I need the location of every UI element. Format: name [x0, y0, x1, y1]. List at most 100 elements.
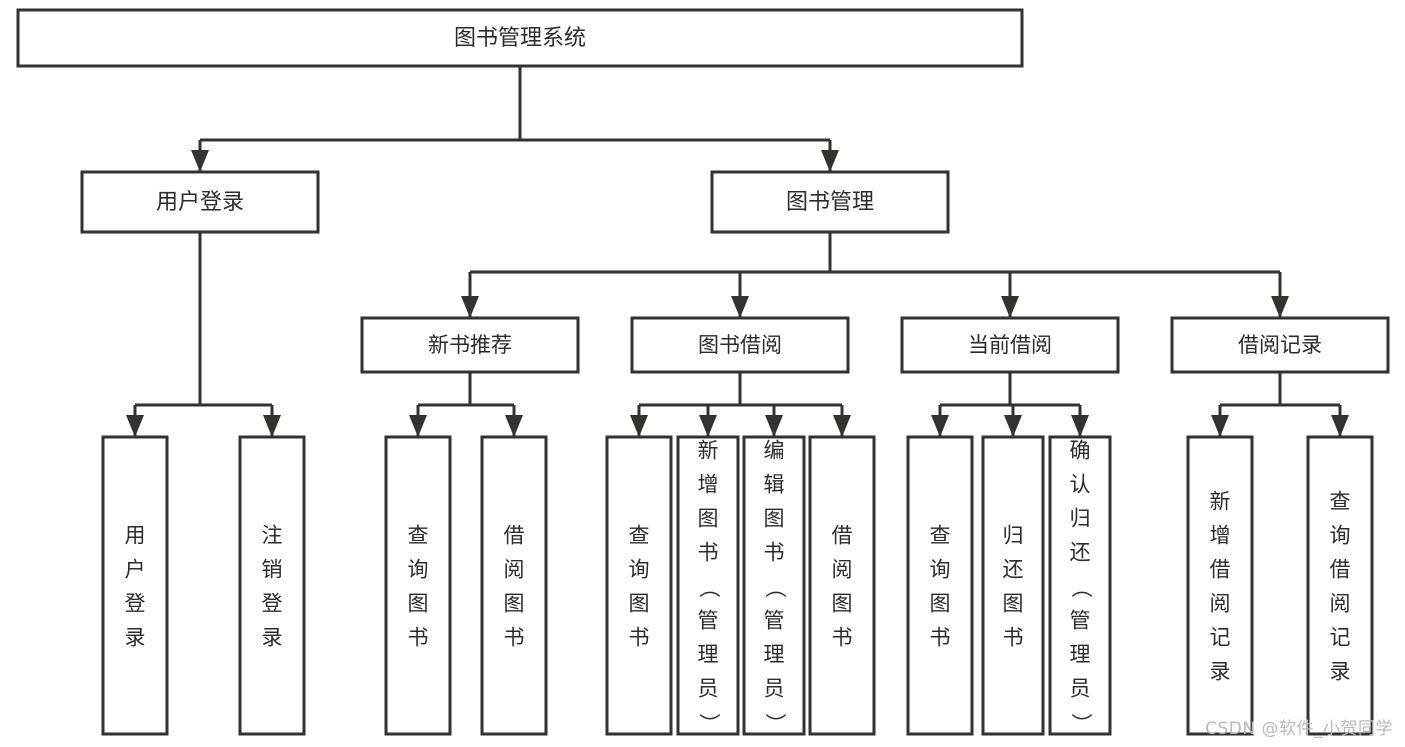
label-char: 询 [408, 558, 429, 582]
label-char: 还 [1003, 558, 1024, 582]
link-leaf-用户登录-用户登录-arrowhead [126, 415, 144, 437]
leaf-用户登录-用户登录-label: 用户登录 [125, 524, 146, 650]
node-图书借阅-label: 图书借阅 [698, 333, 782, 357]
label-char: 还 [1070, 541, 1091, 565]
label-char: （ [763, 577, 787, 598]
node-图书管理-box[interactable] [710, 170, 950, 234]
label-char: 查 [408, 524, 429, 548]
link-leaf-图书借阅-查询图书-arrowhead [630, 415, 648, 437]
label-char: 记 [1210, 626, 1231, 650]
node-用户登录-label: 用户登录 [156, 190, 244, 215]
root-node-box[interactable] [16, 8, 1024, 68]
label-char: 员 [764, 677, 785, 701]
label-char: 员 [698, 677, 719, 701]
label-char: 录 [1210, 660, 1231, 684]
connector-links [126, 66, 1349, 437]
label-char: 员 [1070, 677, 1091, 701]
leaf-当前借阅-查询图书-box[interactable] [906, 435, 974, 736]
link-leaf-用户登录-注销登录-arrowhead [263, 415, 281, 437]
leaf-新书推荐-查询图书-box[interactable] [384, 435, 452, 736]
label-char: 增 [1210, 524, 1231, 548]
label-char: （ [697, 577, 721, 598]
node-图书借阅-box[interactable] [630, 316, 850, 374]
root-node-label: 图书管理系统 [454, 26, 586, 51]
label-char: ） [763, 713, 787, 734]
link-level1-图书管理-arrowhead [821, 150, 839, 172]
label-char: 理 [1070, 643, 1091, 667]
label-char: 新 [698, 439, 719, 463]
leaf-图书借阅-编辑图书管理员-box[interactable] [742, 435, 806, 736]
link-leaf-图书借阅-新增图书管理员-arrowhead [699, 415, 717, 437]
leaf-图书借阅-借阅图书-box[interactable] [808, 435, 876, 736]
label-char: 询 [1330, 524, 1351, 548]
label-char: 注 [262, 524, 283, 548]
label-char: 录 [1330, 660, 1351, 684]
leaf-当前借阅-确认归还管理员-box[interactable] [1048, 435, 1112, 736]
label-char: 查 [930, 524, 951, 548]
leaf-新书推荐-借阅图书-box[interactable] [480, 435, 548, 736]
link-leaf-借阅记录-新增借阅记录-arrowhead [1211, 415, 1229, 437]
label-char: 借 [832, 524, 853, 548]
leaf-用户登录-注销登录-box[interactable] [238, 435, 306, 736]
link-leaf-当前借阅-归还图书-arrowhead [1004, 415, 1022, 437]
node-用户登录-box[interactable] [80, 170, 320, 234]
label-char: 阅 [504, 558, 525, 582]
leaf-当前借阅-归还图书-box[interactable] [981, 435, 1045, 736]
label-char: 辑 [764, 473, 785, 497]
label-char: 理 [698, 643, 719, 667]
link-level1-用户登录-arrowhead [191, 150, 209, 172]
label-char: 图 [832, 592, 853, 616]
label-char: 图 [629, 592, 650, 616]
label-char: 理 [764, 643, 785, 667]
label-char: 图 [698, 507, 719, 531]
label-char: 书 [764, 541, 785, 565]
link-leaf-新书推荐-借阅图书-arrowhead [505, 415, 523, 437]
label-char: ） [1069, 713, 1093, 734]
leaf-用户登录-用户登录-box[interactable] [101, 435, 169, 736]
label-char: 借 [1210, 558, 1231, 582]
diagram-nodes: 图书管理系统用户登录图书管理新书推荐图书借阅当前借阅借阅记录用户登录注销登录查询… [16, 8, 1390, 736]
leaf-图书借阅-新增图书管理员-box[interactable] [676, 435, 740, 736]
label-char: 书 [629, 626, 650, 650]
label-char: 图 [504, 592, 525, 616]
label-char: 增 [698, 473, 719, 497]
link-leaf-当前借阅-确认归还管理员-arrowhead [1071, 415, 1089, 437]
node-当前借阅-label: 当前借阅 [968, 333, 1052, 357]
node-借阅记录-box[interactable] [1170, 316, 1390, 374]
leaf-借阅记录-新增借阅记录-box[interactable] [1186, 435, 1254, 736]
label-char: 询 [930, 558, 951, 582]
link-level2-新书推荐-arrowhead [461, 296, 479, 318]
label-char: 图 [408, 592, 429, 616]
label-char: 阅 [1330, 592, 1351, 616]
label-char: 阅 [832, 558, 853, 582]
node-借阅记录-label: 借阅记录 [1238, 333, 1322, 357]
node-当前借阅-box[interactable] [900, 316, 1120, 374]
link-level2-借阅记录-arrowhead [1271, 296, 1289, 318]
label-char: 新 [1210, 490, 1231, 514]
leaf-借阅记录-查询借阅记录-box[interactable] [1306, 435, 1374, 736]
label-char: 用 [125, 524, 146, 548]
label-char: 归 [1003, 524, 1024, 548]
label-char: 录 [125, 626, 146, 650]
label-char: 登 [125, 592, 146, 616]
label-char: 登 [262, 592, 283, 616]
label-char: 书 [504, 626, 525, 650]
label-char: ） [697, 713, 721, 734]
node-新书推荐-box[interactable] [360, 316, 580, 374]
label-char: 借 [1330, 558, 1351, 582]
label-char: 查 [629, 524, 650, 548]
link-leaf-借阅记录-查询借阅记录-arrowhead [1331, 415, 1349, 437]
label-char: 销 [262, 558, 283, 582]
label-char: 书 [832, 626, 853, 650]
label-char: 书 [408, 626, 429, 650]
node-图书管理-label: 图书管理 [786, 190, 874, 215]
leaf-图书借阅-查询图书-box[interactable] [605, 435, 673, 736]
